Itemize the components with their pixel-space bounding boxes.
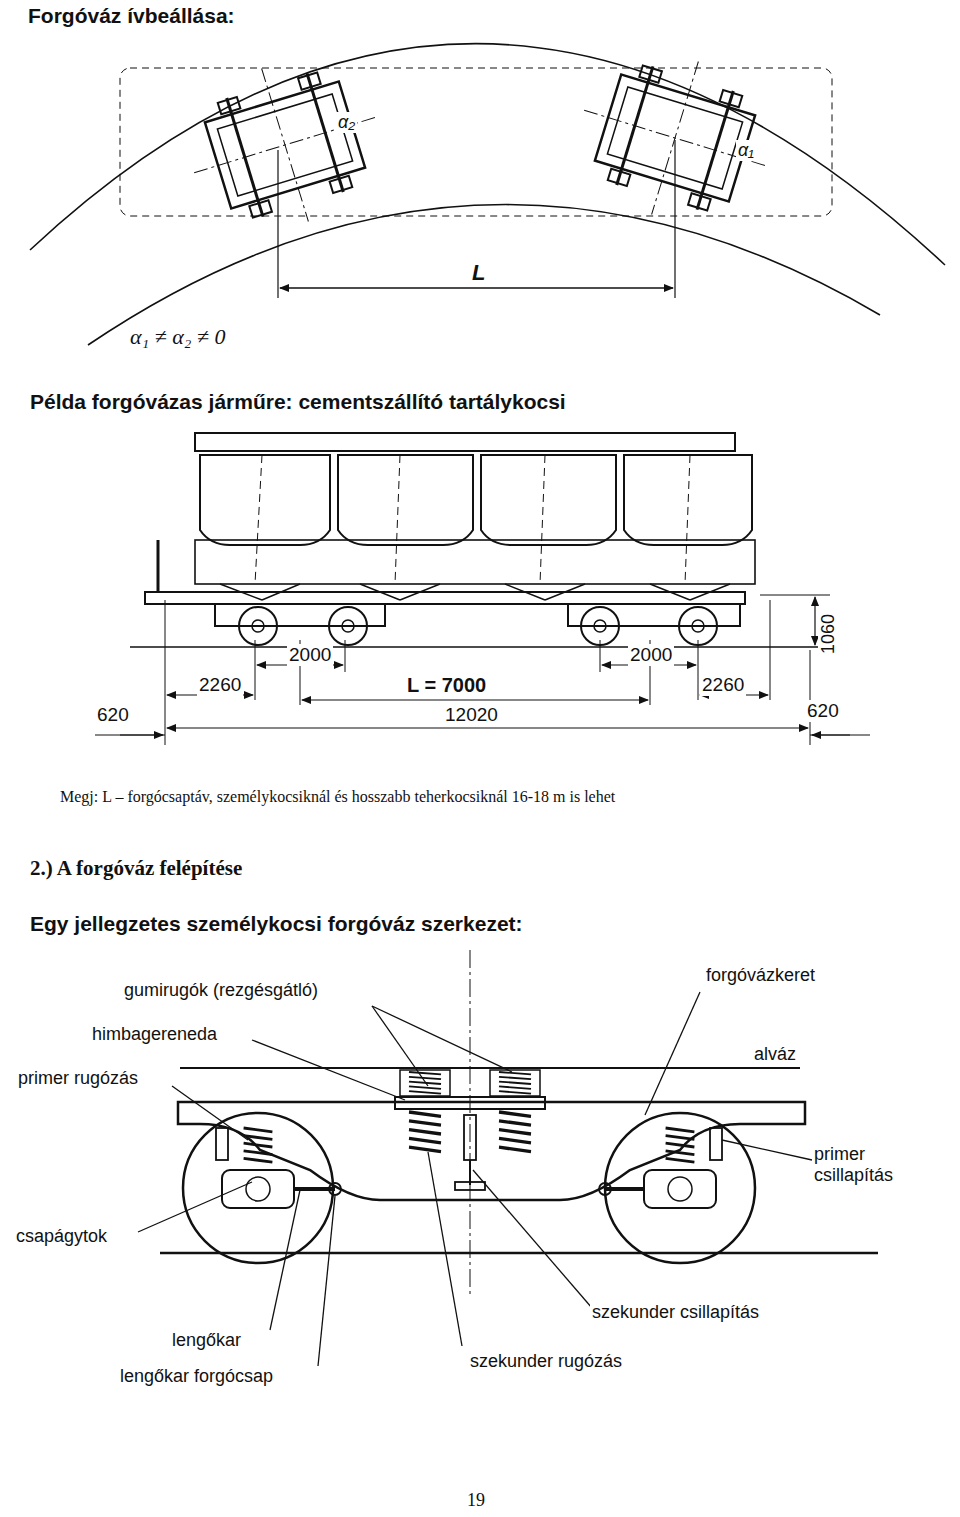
dimension-number: 620 [95, 704, 131, 726]
angle-label: α₁ [736, 140, 756, 161]
section-heading: Példa forgóvázas járműre: cementszállító… [28, 390, 568, 414]
part-name: szekunder rugózás [468, 1351, 624, 1372]
angle-label: α₂ [336, 112, 357, 133]
part-name: csapágytok [14, 1226, 109, 1247]
page-number: 19 [465, 1490, 487, 1511]
note: Megj: L – forgócsaptáv, személykocsiknál… [58, 788, 617, 806]
dimension-number: 12020 [443, 704, 500, 726]
part-name: primer rugózás [16, 1068, 140, 1089]
formula: α₁ ≠ α₂ ≠ 0 [128, 324, 228, 349]
subheading: Egy jellegzetes személykocsi forgóváz sz… [28, 912, 525, 936]
dimension-number: 1060 [818, 612, 839, 656]
dimension-number: 2260 [197, 674, 243, 696]
part-name: szekunder csillapítás [590, 1302, 761, 1323]
dimension-number: 2000 [628, 644, 674, 666]
part-name: lengőkar forgócsap [118, 1366, 275, 1387]
dimension-number: 2260 [700, 674, 746, 696]
dimension-label: L [470, 260, 487, 285]
part-name: alváz [752, 1044, 798, 1065]
part-name: primer csillapítás [812, 1144, 946, 1185]
part-name: gumirugók (rezgésgátló) [122, 980, 320, 1001]
dimension-number: 2000 [287, 644, 333, 666]
part-name: himbagereneda [90, 1024, 219, 1045]
dimension-number: 620 [805, 700, 841, 722]
part-name: forgóvázkeret [704, 965, 817, 986]
page-title: Forgóváz ívbeállása: [26, 4, 237, 28]
part-name: lengőkar [170, 1330, 243, 1351]
section-heading: 2.) A forgóváz felépítése [28, 856, 244, 880]
dimension-number: L = 7000 [405, 674, 488, 697]
